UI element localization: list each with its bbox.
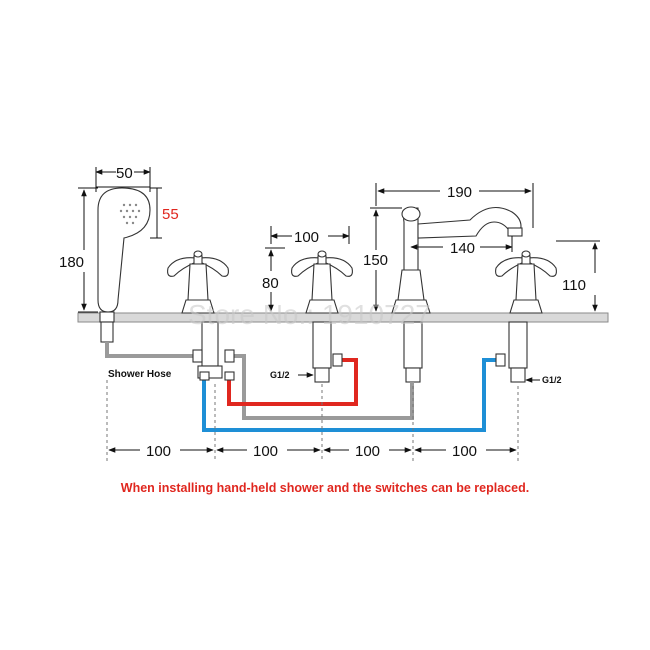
dim-spout-reach: 140 — [410, 236, 513, 257]
handle-right — [495, 250, 557, 383]
hot-water-line — [227, 358, 358, 406]
dim-label-80: 80 — [262, 275, 279, 292]
spacing-label-2: 100 — [253, 443, 278, 460]
spacing-label-1: 100 — [146, 443, 171, 460]
dim-handshower-length: 180 — [59, 187, 98, 313]
dim-handle-height: 80 — [262, 247, 285, 312]
dim-spout-height: 150 — [363, 207, 402, 312]
spacing-guides — [106, 380, 519, 462]
dim-handle-spread: 100 — [270, 226, 350, 246]
store-watermark: Store No.: 1910727 — [188, 299, 431, 330]
handle-left — [167, 250, 229, 379]
dim-label-100-top: 100 — [294, 229, 319, 246]
thread-label-left: G1/2 — [270, 370, 290, 380]
dim-label-180: 180 — [59, 254, 84, 271]
dim-label-110: 110 — [562, 277, 586, 294]
hand-shower — [97, 187, 151, 343]
spacing-dimension-1: 100 — [108, 443, 214, 460]
spacing-dimension-4: 100 — [414, 443, 517, 460]
installation-note: When installing hand-held shower and the… — [121, 481, 529, 495]
dim-handle-right-height: 110 — [556, 240, 600, 312]
dim-handshower-head: 55 — [150, 187, 179, 239]
dim-label-55: 55 — [162, 206, 179, 223]
dim-spout-overall: 190 — [375, 183, 534, 228]
spacing-label-4: 100 — [452, 443, 477, 460]
mixed-water-line — [233, 354, 414, 420]
deck-plate — [77, 312, 609, 323]
dim-label-150: 150 — [363, 252, 388, 269]
spacing-label-3: 100 — [355, 443, 380, 460]
handle-center — [291, 250, 353, 383]
spacing-dimension-3: 100 — [323, 443, 412, 460]
dim-label-140: 140 — [450, 240, 475, 257]
spout — [391, 206, 523, 383]
diverter-fittings — [192, 349, 506, 381]
thread-label-right: G1/2 — [542, 375, 562, 385]
spacing-dimension-2: 100 — [216, 443, 321, 460]
dim-label-190: 190 — [447, 184, 472, 201]
cold-water-line — [202, 358, 500, 432]
shower-hose-line — [105, 342, 200, 358]
shower-hose-label: Shower Hose — [108, 369, 172, 380]
dim-label-50: 50 — [116, 165, 133, 182]
